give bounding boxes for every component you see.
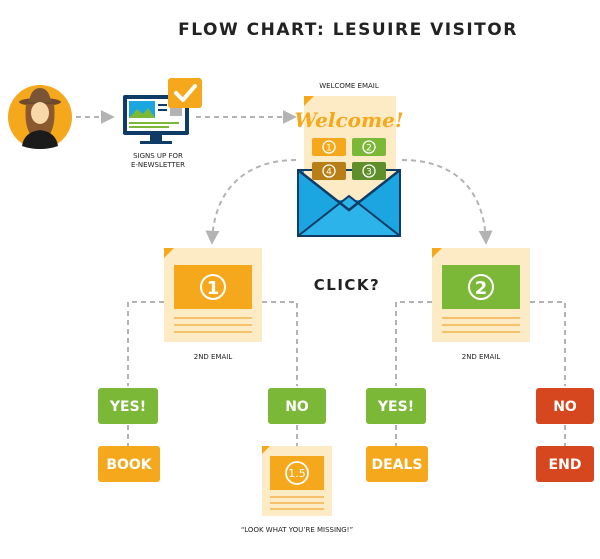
signup-label-line2: E-NEWSLETTER xyxy=(131,161,185,169)
welcome-tile-4 xyxy=(312,162,346,180)
outcome-left-yes-label: YES! xyxy=(109,399,146,415)
outcome-left-no: NO xyxy=(268,388,326,424)
connector-right-no xyxy=(530,301,566,386)
welcome-tile-label-1: 1 xyxy=(326,144,332,154)
email-right-number: 2 xyxy=(475,278,488,299)
welcome-tile-1 xyxy=(312,138,346,156)
welcome-label: WELCOME EMAIL xyxy=(319,82,379,90)
email-left-doc xyxy=(164,248,262,342)
connector-welcome-right xyxy=(401,159,493,245)
monitor-check-icon xyxy=(123,78,202,144)
followup-label: “LOOK WHAT YOU’RE MISSING!” xyxy=(241,526,353,534)
outcome-left-no-label: NO xyxy=(285,399,309,415)
connectors xyxy=(76,110,566,446)
connector-welcome-left xyxy=(205,159,297,245)
outcome-right-yes: YES! xyxy=(366,388,426,424)
decision-label: CLICK? xyxy=(314,276,380,294)
visitor-avatar-icon xyxy=(8,85,72,149)
outcome-deals: DEALS xyxy=(366,446,428,482)
outcome-deals-label: DEALS xyxy=(371,457,422,473)
welcome-tile-label-3: 3 xyxy=(366,168,372,178)
welcome-tile-label-4: 4 xyxy=(326,168,332,178)
email-right-doc xyxy=(432,248,530,342)
followup-number: 1.5 xyxy=(288,467,306,480)
outcome-right-no: NO xyxy=(536,388,594,424)
outcome-left-yes: YES! xyxy=(98,388,158,424)
connector-right-yes xyxy=(395,301,432,386)
welcome-tiles: 1 2 4 3 xyxy=(312,138,386,180)
followup-doc xyxy=(262,446,332,516)
signup-label-line1: SIGNS UP FOR xyxy=(133,152,183,160)
outcome-right-no-label: NO xyxy=(553,399,577,415)
email-left-number: 1 xyxy=(207,278,220,299)
email-right-label: 2ND EMAIL xyxy=(462,353,501,361)
welcome-heading: Welcome! xyxy=(294,108,403,132)
welcome-tile-2 xyxy=(352,138,386,156)
welcome-tile-3 xyxy=(352,162,386,180)
welcome-tile-label-2: 2 xyxy=(366,144,372,154)
outcome-book-label: BOOK xyxy=(106,457,152,473)
page-title: FLOW CHART: LESUIRE VISITOR xyxy=(178,20,518,40)
connector-left-no xyxy=(262,301,298,386)
outcome-right-yes-label: YES! xyxy=(377,399,414,415)
outcome-end: END xyxy=(536,446,594,482)
outcome-book: BOOK xyxy=(98,446,160,482)
outcome-end-label: END xyxy=(549,457,582,473)
connector-left-yes xyxy=(127,301,164,386)
email-left-label: 2ND EMAIL xyxy=(194,353,233,361)
